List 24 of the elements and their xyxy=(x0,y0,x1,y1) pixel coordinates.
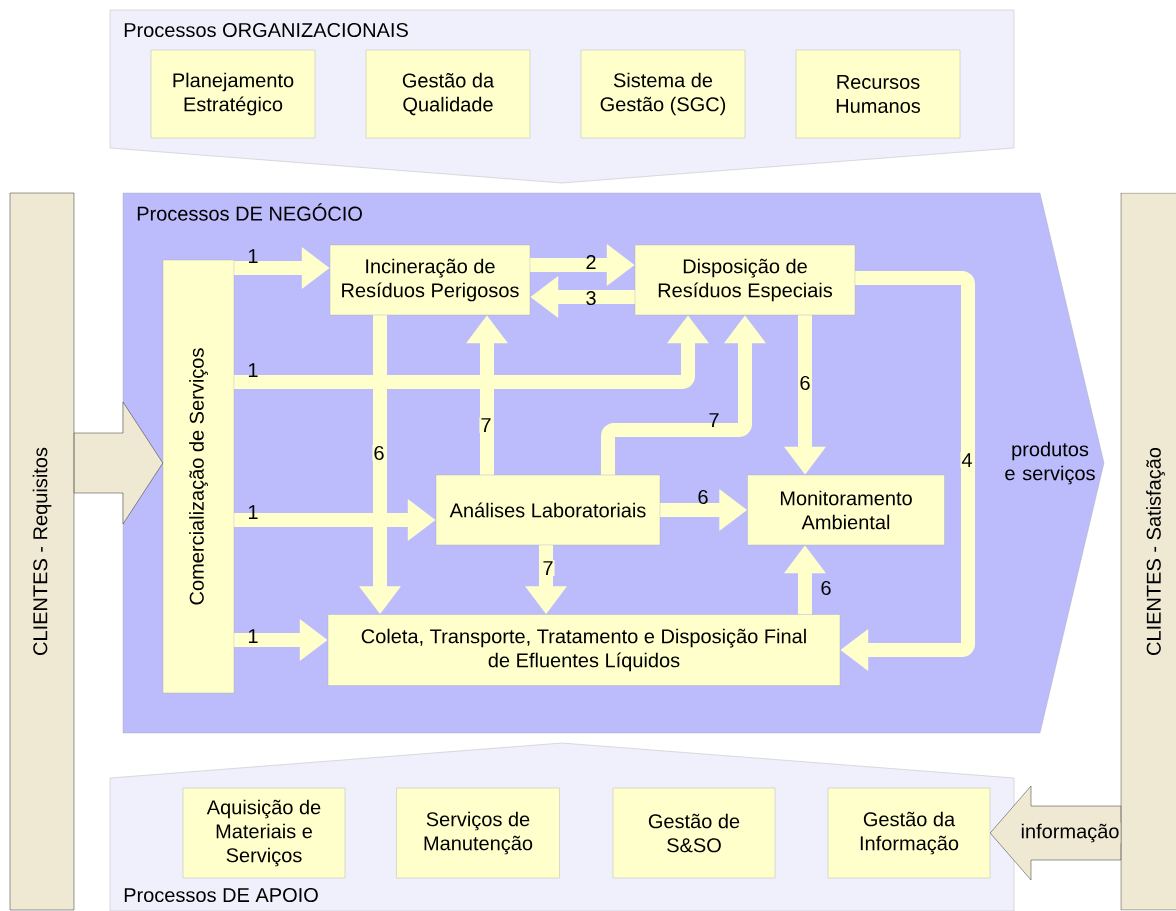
block-arrow xyxy=(74,401,163,525)
edge-label: 6 xyxy=(698,489,708,505)
edge-label: 3 xyxy=(586,290,596,306)
edge-label: 1 xyxy=(248,629,258,643)
edge-label: 6 xyxy=(821,580,831,596)
process-box: Serviços de Manutenção xyxy=(396,787,560,879)
edge-label: 1 xyxy=(248,249,258,263)
service-bar: Comercialização de Serviços xyxy=(162,259,235,694)
process-box: Gestão da Qualidade xyxy=(365,49,531,139)
process-box: Planejamento Estratégico xyxy=(150,49,316,139)
edge-label: 2 xyxy=(586,255,596,269)
process-box: Aquisição de Materiais e Serviços xyxy=(182,787,346,879)
edge-label: 7 xyxy=(541,560,555,576)
edge-label: 4 xyxy=(960,452,974,468)
edge-label: 1 xyxy=(248,363,258,377)
process-box: Gestão de S&SO xyxy=(612,787,776,879)
process-box: Recursos Humanos xyxy=(795,49,961,139)
process-box: Sistema de Gestão (SGC) xyxy=(580,49,746,139)
client-bar: CLIENTES - Requisitos xyxy=(9,192,75,911)
edge-label: 7 xyxy=(479,417,493,433)
edge-label: 7 xyxy=(709,413,719,427)
process-box: Gestão da Informação xyxy=(827,787,991,879)
client-bar: CLIENTES - Satisfação xyxy=(1120,192,1176,911)
edge-label: 1 xyxy=(248,505,258,519)
